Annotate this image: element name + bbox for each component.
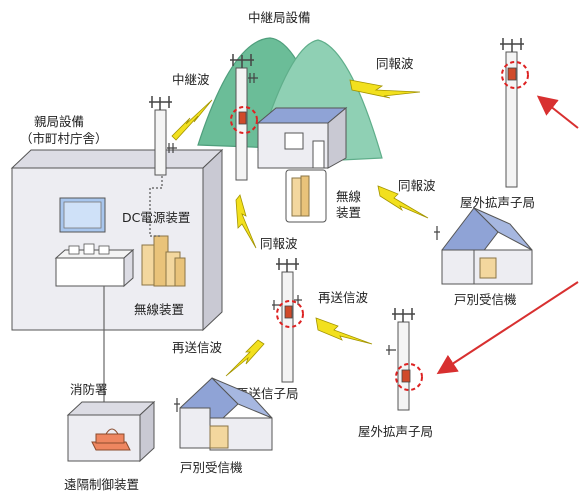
home-receiver-right-house bbox=[434, 207, 533, 285]
broadcast-top-label: 同報波 bbox=[376, 56, 414, 71]
broadcast-mid-bolt bbox=[235, 194, 257, 249]
retransmit-left-label: 再送信波 bbox=[172, 340, 223, 355]
retransmit-left-bolt bbox=[225, 339, 265, 377]
outdoor-speaker-bottom-label: 屋外拡声子局 bbox=[358, 424, 433, 439]
outdoor-bottom-highlight-circle bbox=[395, 363, 423, 391]
relay-highlight-circle bbox=[230, 106, 258, 134]
fire-station-box bbox=[66, 400, 156, 463]
parent-station-sublabel: （市町村庁舎） bbox=[20, 131, 108, 146]
radio-waves bbox=[171, 79, 429, 377]
dc-power-label: DC電源装置 bbox=[122, 210, 190, 225]
radio-unit-main-label: 無線装置 bbox=[134, 302, 184, 317]
pointer-arrow-top bbox=[536, 95, 579, 129]
fire-station-label: 消防署 bbox=[70, 382, 108, 397]
retransmit-right-label: 再送信波 bbox=[318, 290, 369, 305]
retransmit-right-bolt bbox=[315, 317, 373, 345]
outdoor-speaker-top-pole bbox=[500, 38, 529, 188]
broadcast-mid-label: 同報波 bbox=[260, 236, 298, 251]
relay-radio-unit bbox=[285, 169, 327, 223]
broadcast-right-label: 同報波 bbox=[398, 178, 436, 193]
home-receiver-left-label: 戸別受信機 bbox=[180, 460, 243, 475]
remote-control-label: 遠隔制御装置 bbox=[64, 477, 139, 492]
relay-wave-bolt bbox=[171, 99, 213, 141]
parent-station-building bbox=[10, 148, 224, 332]
outdoor-speaker-top-label: 屋外拡声子局 bbox=[460, 195, 535, 210]
home-receiver-right-label: 戸別受信機 bbox=[454, 292, 517, 307]
relay-antenna-pole bbox=[230, 54, 258, 181]
retransmit-station-pole bbox=[272, 258, 304, 383]
broadcast-right-bolt bbox=[377, 185, 429, 219]
home-receiver-left-house bbox=[174, 377, 273, 451]
relay-building bbox=[256, 106, 348, 169]
outdoor-speaker-bottom-pole bbox=[386, 308, 423, 411]
relay-radio-label-1: 無線 bbox=[336, 189, 362, 204]
broadcast-top-bolt bbox=[349, 79, 421, 99]
relay-radio-label-2: 装置 bbox=[336, 205, 361, 220]
parent-station-label: 親局設備 bbox=[34, 114, 84, 129]
parent-antenna-pole bbox=[149, 96, 177, 176]
relay-station-label: 中継局設備 bbox=[248, 10, 311, 25]
outdoor-top-highlight-circle bbox=[501, 61, 529, 89]
relay-wave-label: 中継波 bbox=[172, 72, 210, 87]
pointer-arrow-bottom bbox=[436, 281, 579, 375]
retransmit-highlight-circle bbox=[276, 300, 304, 328]
